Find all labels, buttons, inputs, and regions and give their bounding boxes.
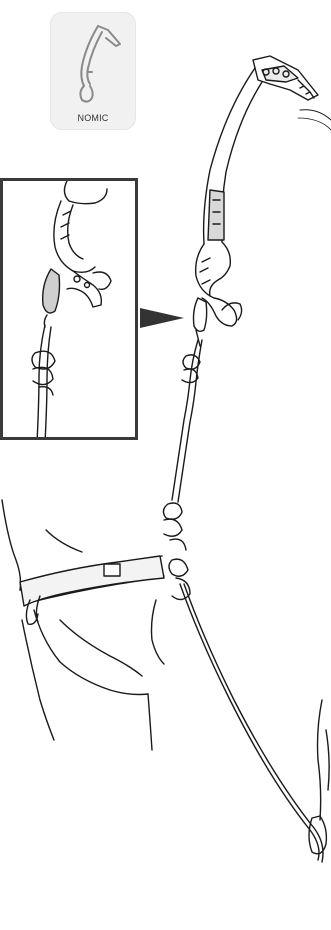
harness — [20, 556, 164, 624]
detail-pointer-arrow — [140, 308, 184, 328]
leash-carabiner — [194, 298, 207, 346]
ice-axe-head — [253, 56, 331, 130]
leash-closeup-illustration — [3, 181, 138, 440]
product-name: NOMIC — [50, 113, 136, 123]
quickdraw — [309, 700, 329, 854]
ice-axe-shaft — [204, 68, 262, 244]
product-badge: NOMIC — [50, 12, 136, 130]
tie-in-knot — [163, 503, 190, 600]
leash-cord — [172, 340, 202, 502]
detail-inset — [0, 178, 138, 440]
rope — [180, 584, 323, 862]
climber-body — [2, 500, 164, 750]
ice-axe-handle — [196, 242, 242, 326]
